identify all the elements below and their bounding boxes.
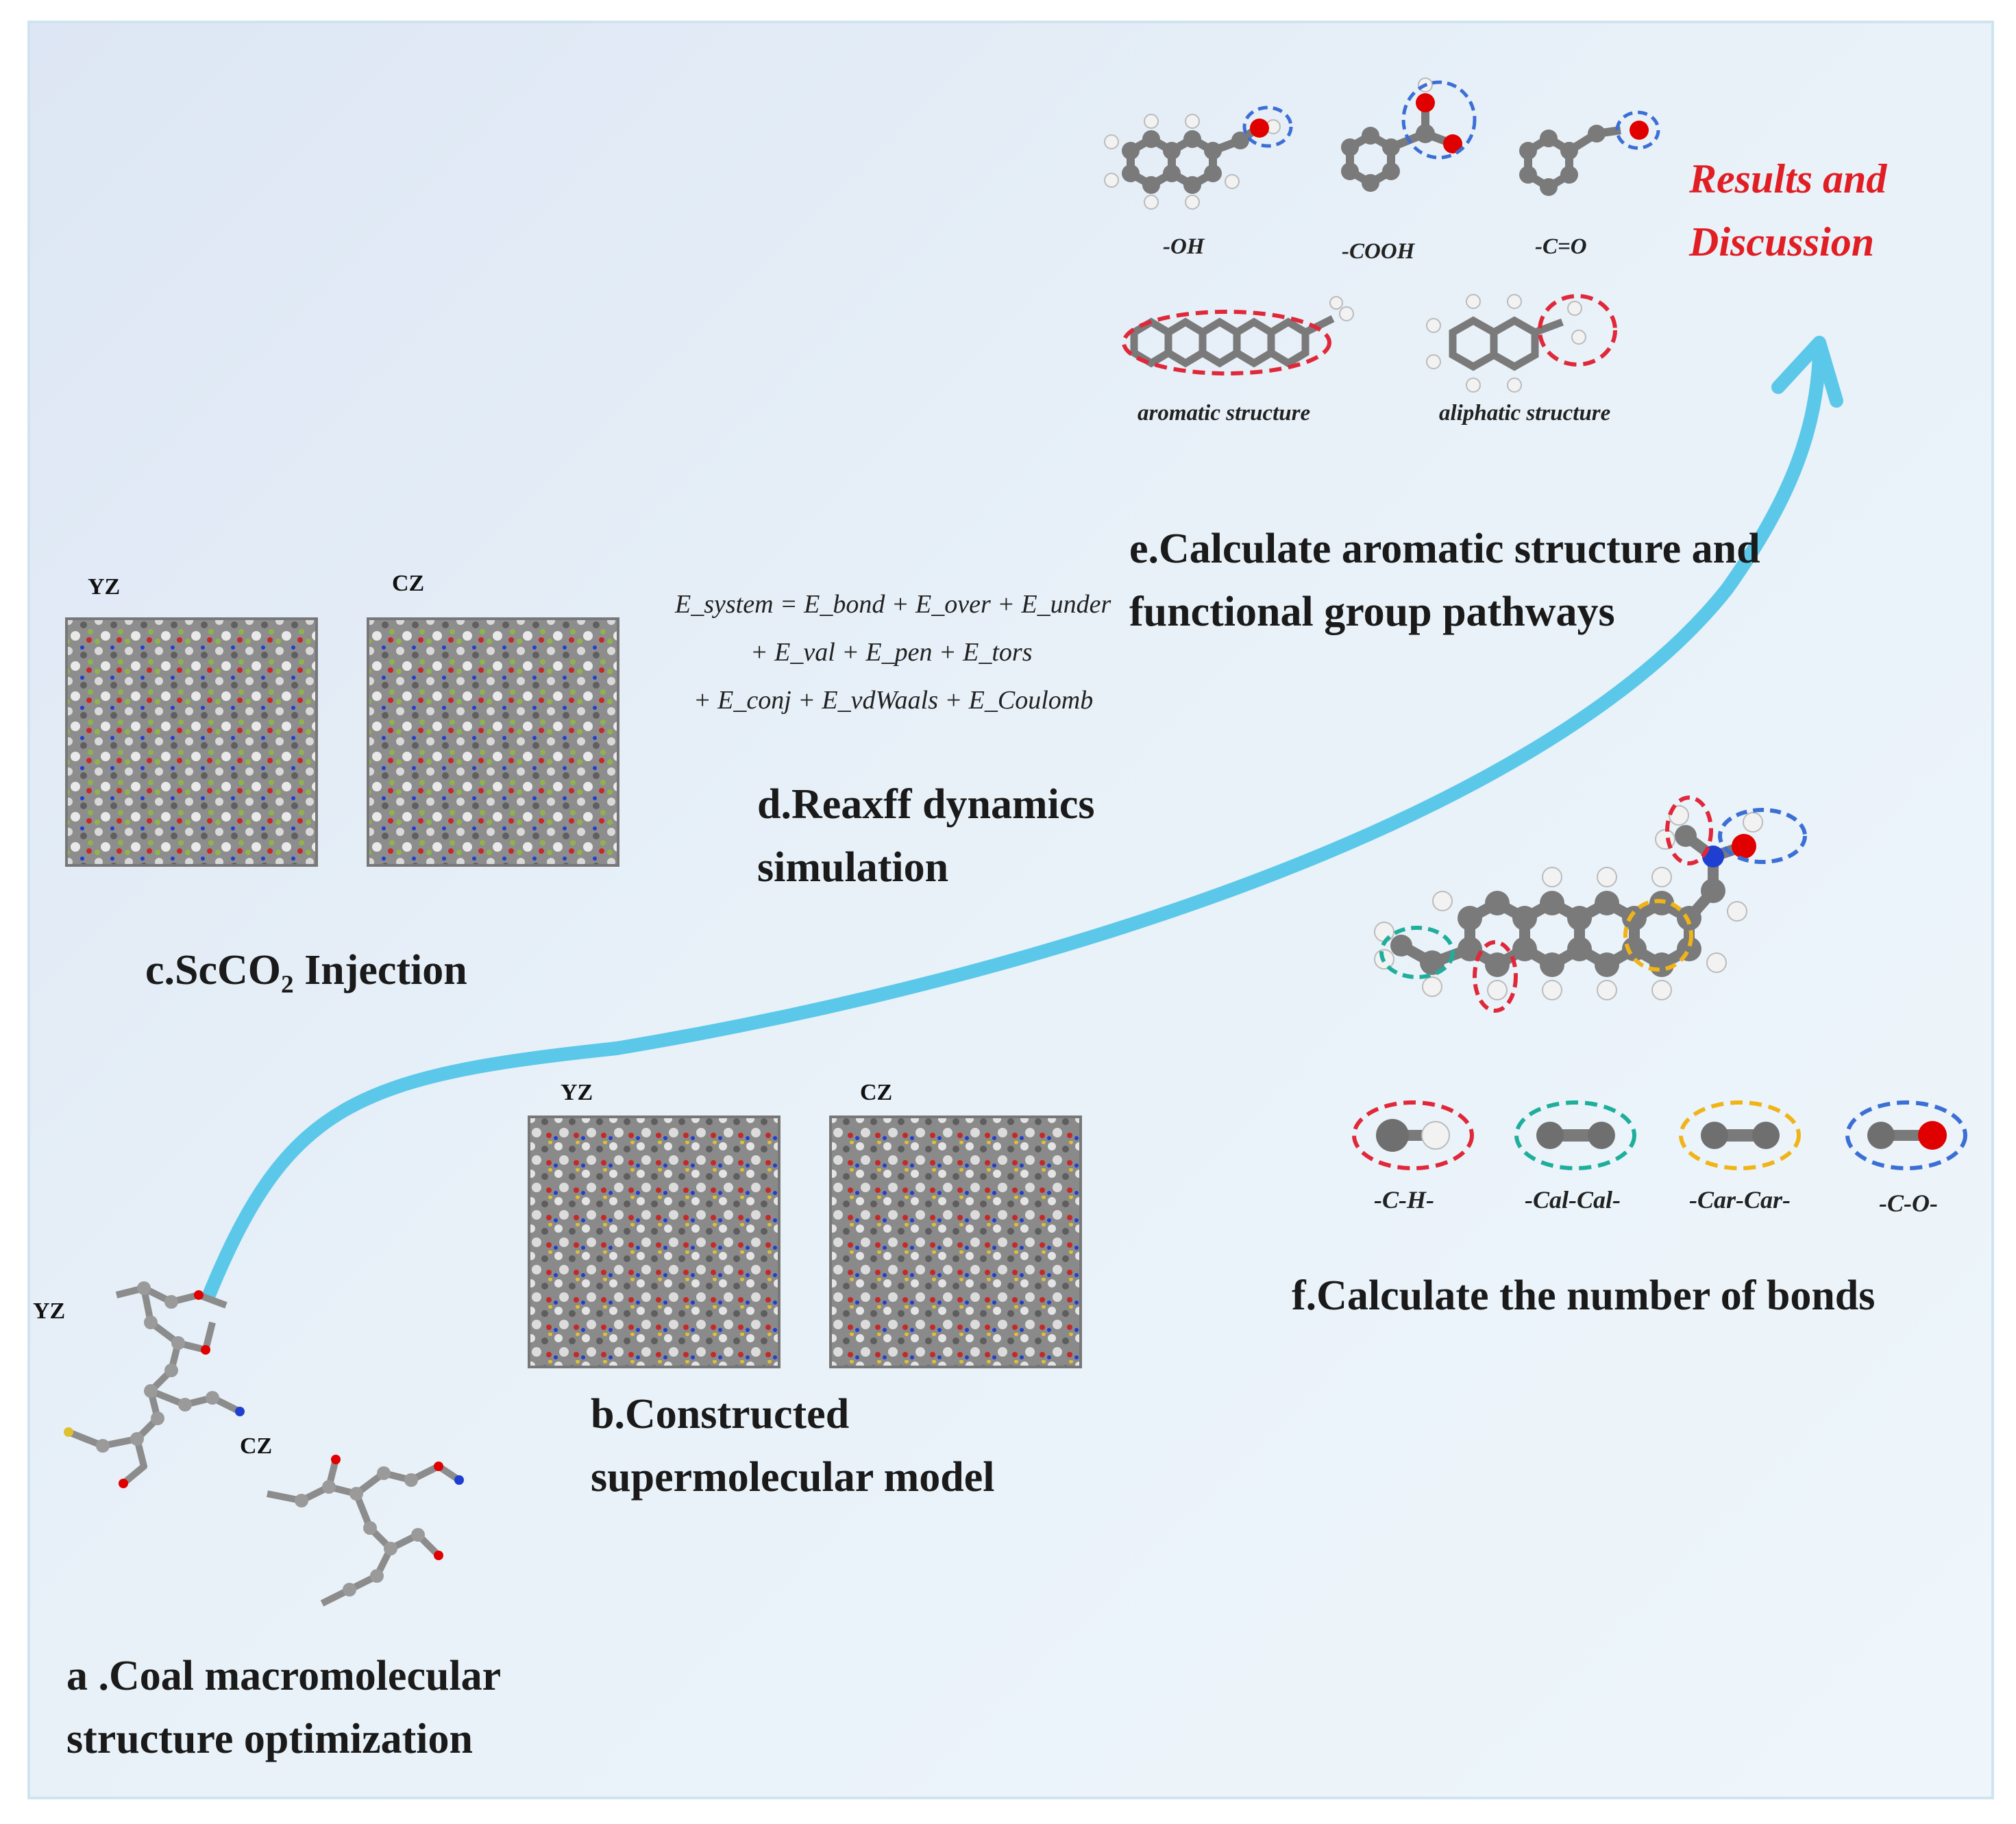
step-b-label: b.Constructed supermolecular model — [591, 1383, 995, 1509]
axis-label-cz-b: CZ — [860, 1080, 893, 1105]
bond-co-icon — [1845, 1100, 1967, 1170]
label-bond-co: -C-O- — [1879, 1190, 1938, 1217]
supermolecular-cz-cell — [829, 1116, 1082, 1368]
results-line-2: Discussion — [1689, 219, 1875, 264]
step-d-label: d.Reaxff dynamics simulation — [757, 773, 1095, 899]
label-bond-cal-cal: -Cal-Cal- — [1525, 1186, 1621, 1213]
aliphatic-structure-icon — [1426, 294, 1617, 393]
axis-label-cz-a: CZ — [240, 1433, 273, 1459]
label-co: -C=O — [1535, 234, 1587, 259]
equation-line-3: + E_conj + E_vdWaals + E_Coulomb — [693, 686, 1094, 715]
coal-molecule-cz-icon — [267, 1455, 464, 1607]
bond-cal-cal-icon — [1514, 1100, 1636, 1170]
label-aliphatic-structure: aliphatic structure — [1439, 401, 1611, 426]
label-oh: -OH — [1163, 234, 1205, 259]
step-d-line-1: d.Reaxff dynamics — [757, 781, 1095, 828]
scco2-cz-cell — [367, 617, 619, 867]
results-line-1: Results and — [1689, 156, 1887, 201]
label-bond-car-car: -Car-Car- — [1689, 1186, 1791, 1213]
step-d-line-2: simulation — [757, 844, 949, 891]
bond-ch-icon — [1352, 1100, 1474, 1170]
axis-label-yz-b: YZ — [561, 1080, 593, 1105]
carboxyl-molecule-icon — [1341, 77, 1477, 192]
axis-label-cz-c: CZ — [392, 571, 425, 596]
axis-label-yz-c: YZ — [88, 574, 121, 600]
supermolecular-yz-cell — [528, 1116, 780, 1368]
label-cooh: -COOH — [1342, 239, 1415, 264]
equation-line-1: E_system = E_bond + E_over + E_under — [675, 590, 1111, 619]
equation-line-2: + E_val + E_pen + E_tors — [750, 638, 1033, 667]
carbonyl-molecule-icon — [1519, 110, 1660, 196]
label-bond-ch: -C-H- — [1374, 1186, 1434, 1213]
step-b-line-2: supermolecular model — [591, 1454, 995, 1501]
step-e-line-1: e.Calculate aromatic structure and — [1129, 526, 1760, 572]
step-e-line-2: functional group pathways — [1129, 589, 1615, 635]
axis-label-yz-a: YZ — [33, 1298, 66, 1324]
step-a-line-1: a .Coal macromolecular — [66, 1653, 502, 1699]
scco2-yz-cell — [65, 617, 318, 867]
bond-example-molecule-icon — [1374, 796, 1807, 1013]
step-b-line-1: b.Constructed — [591, 1391, 850, 1438]
step-a-label: a .Coal macromolecular structure optimiz… — [66, 1644, 501, 1771]
label-aromatic-structure: aromatic structure — [1138, 401, 1311, 426]
coal-molecule-yz-icon — [64, 1281, 245, 1488]
bond-car-car-icon — [1679, 1100, 1801, 1170]
step-c-label: c.ScCO₂ Injection — [145, 947, 467, 994]
hydroxyl-molecule-icon — [1104, 106, 1293, 210]
step-f-label: f.Calculate the number of bonds — [1292, 1272, 1876, 1319]
step-a-line-2: structure optimization — [66, 1716, 473, 1762]
results-label: Results and Discussion — [1689, 147, 1886, 273]
step-e-label: e.Calculate aromatic structure and funct… — [1129, 517, 1760, 643]
aromatic-structure-icon — [1122, 296, 1354, 375]
